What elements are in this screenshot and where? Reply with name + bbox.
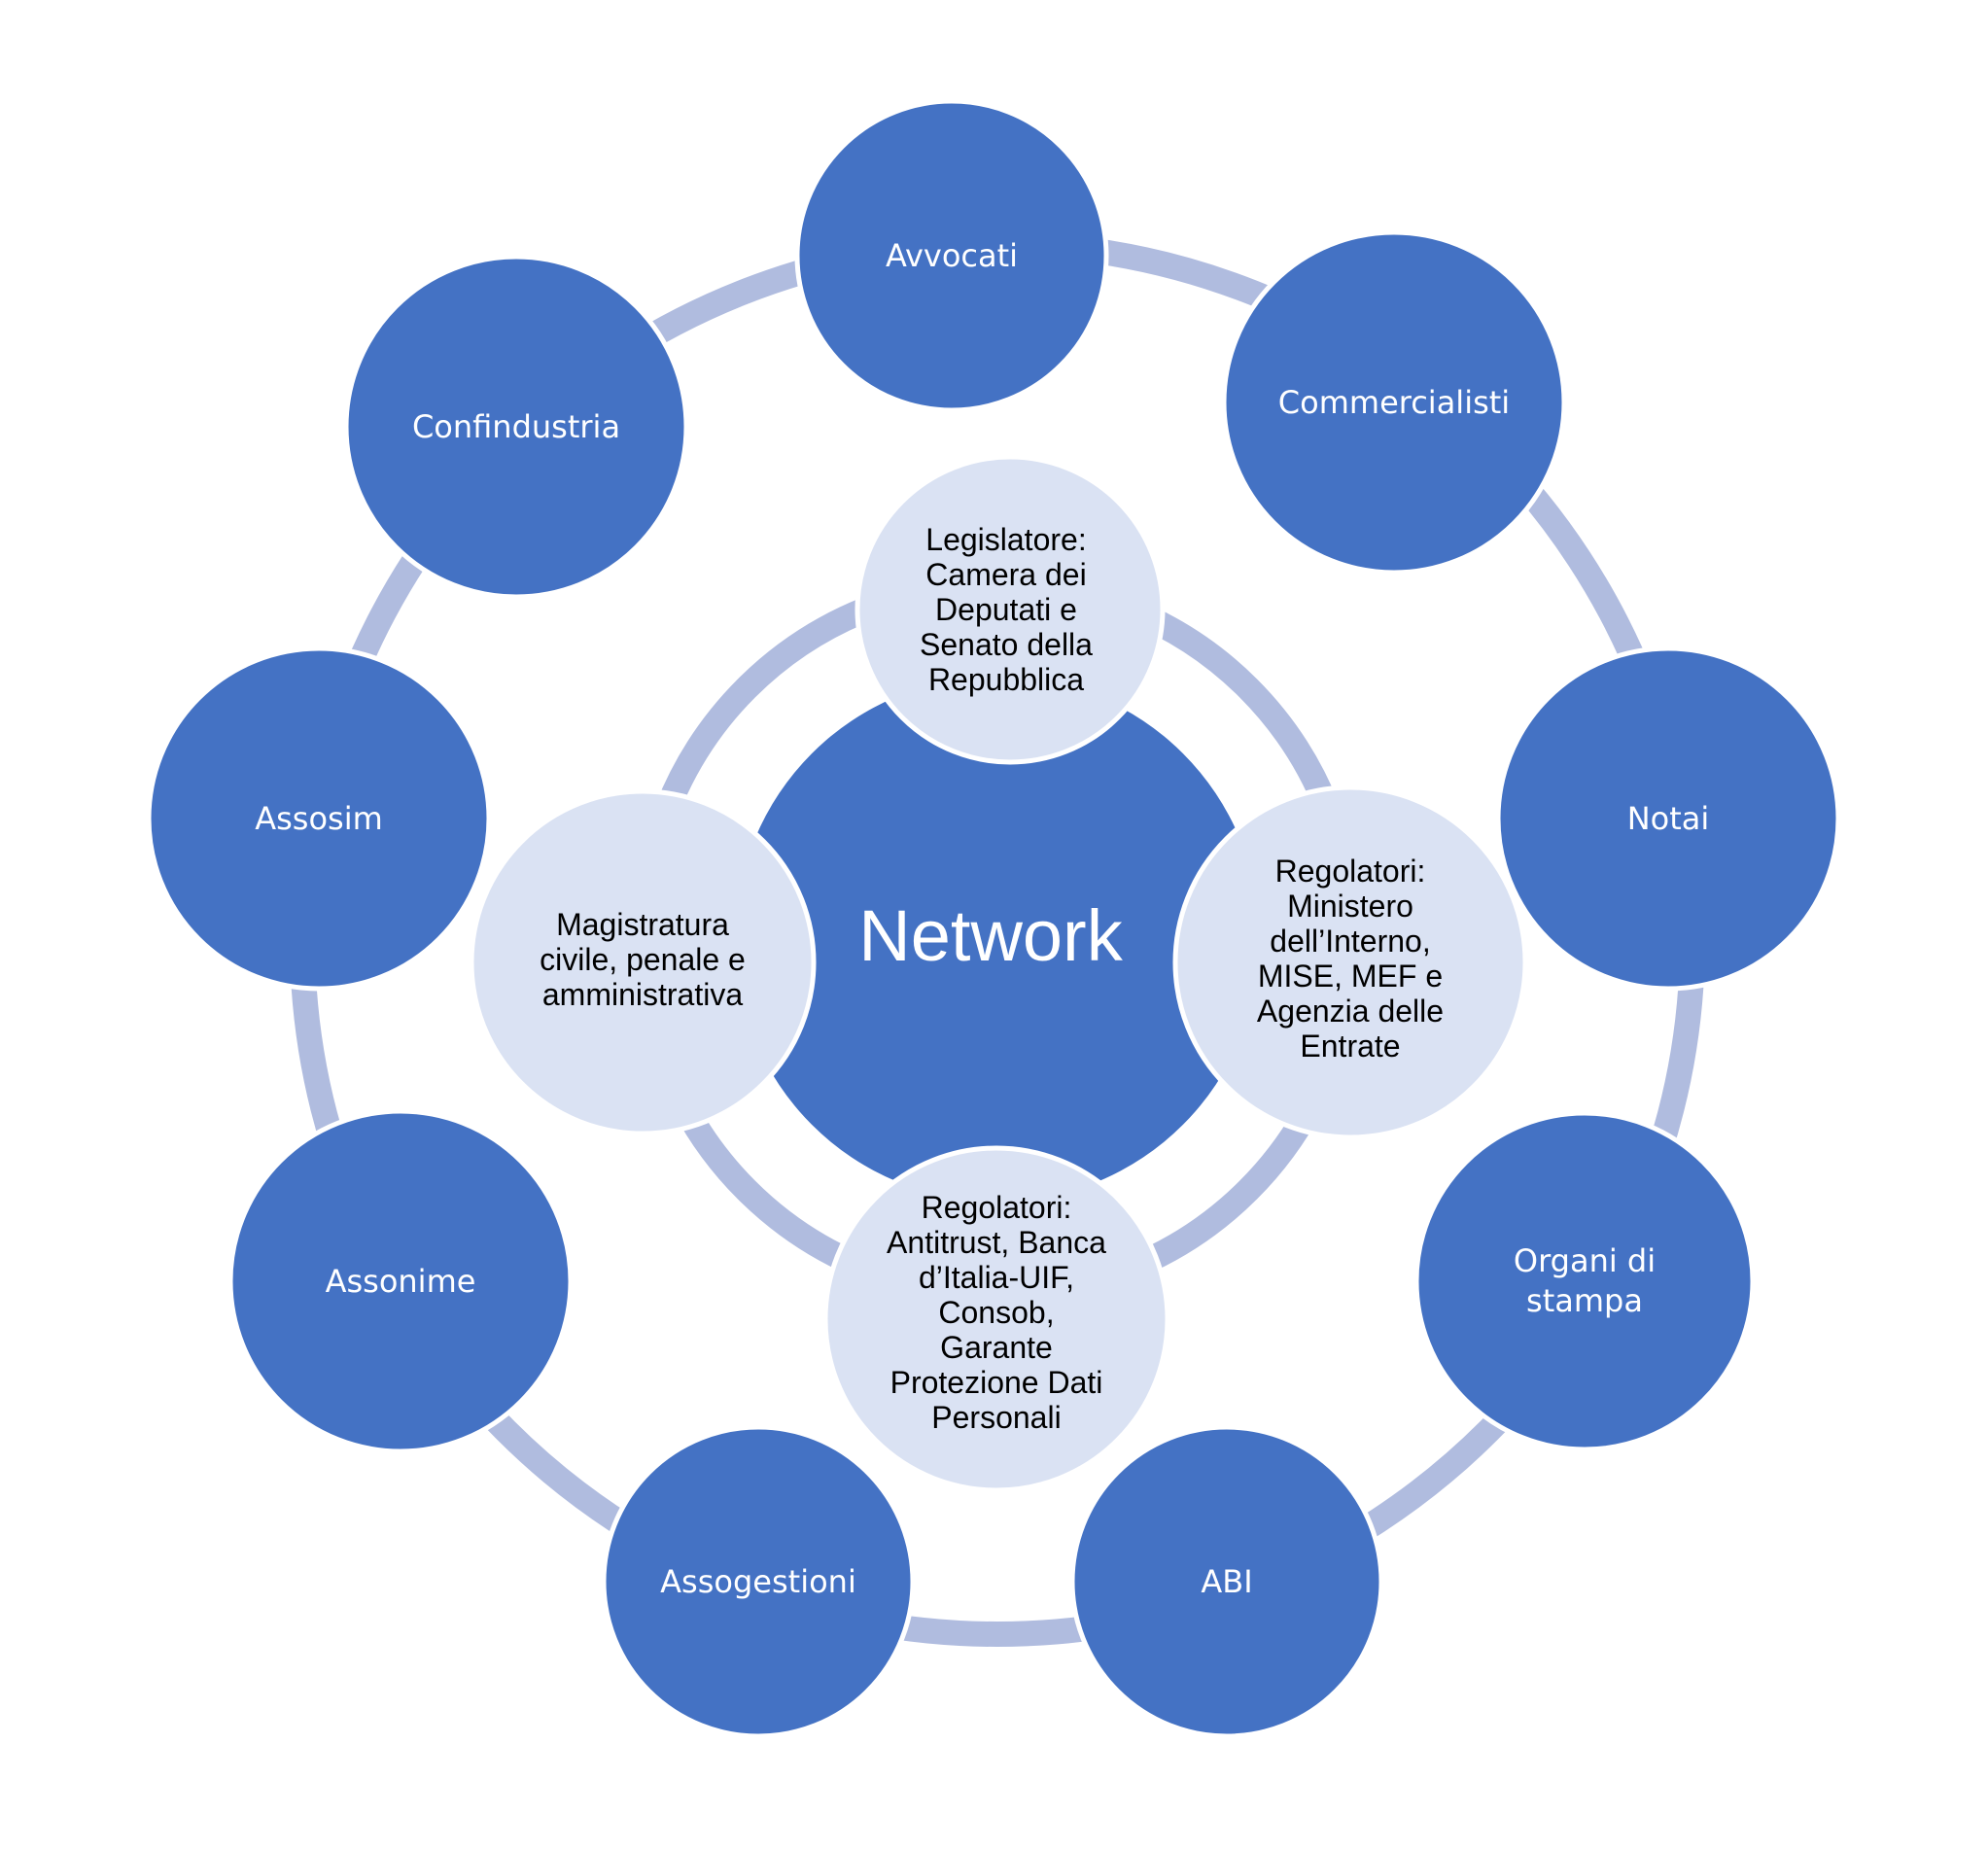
- center-node: [735, 677, 1260, 1202]
- inner-label-magistratura: Magistratura civile, penale e amministra…: [540, 907, 746, 1012]
- outer-label-assonime: Assonime: [325, 1262, 476, 1300]
- outer-label-commercialisti: Commercialisti: [1277, 383, 1511, 421]
- center-label: Network: [858, 895, 1123, 976]
- outer-label-avvocati: Avvocati: [885, 236, 1019, 274]
- inner-node-regolatori-ministeri: [1172, 785, 1528, 1140]
- outer-node-confindustria: [343, 254, 689, 600]
- outer-node-notai: [1495, 645, 1841, 992]
- inner-node-regolatori-autorita: [822, 1145, 1170, 1493]
- outer-label-assosim: Assosim: [255, 799, 383, 837]
- inner-label-regolatori-autorita: Regolatori: Antitrust, Banca d’Italia-UI…: [887, 1190, 1106, 1435]
- outer-label-abi: ABI: [1201, 1562, 1253, 1600]
- outer-label-assogestioni: Assogestioni: [660, 1562, 856, 1600]
- outer-node-assonime: [227, 1108, 574, 1454]
- outer-node-assogestioni: [601, 1424, 916, 1739]
- outer-node-commercialisti: [1221, 229, 1567, 576]
- inner-label-regolatori-ministeri: Regolatori: Ministero dell’Interno, MISE…: [1256, 854, 1445, 1064]
- outer-node-abi: [1069, 1424, 1384, 1739]
- outer-node-avvocati: [794, 98, 1109, 413]
- outer-node-assosim: [146, 645, 492, 992]
- outer-label-organi-di-stampa: Organi di stampa: [1513, 1242, 1657, 1319]
- outer-node-organi-di-stampa: [1413, 1110, 1756, 1452]
- outer-label-confindustria: Confindustria: [411, 407, 621, 445]
- inner-label-legislatore: Legislatore: Camera dei Deputati e Senat…: [920, 522, 1093, 697]
- outer-label-notai: Notai: [1626, 799, 1710, 837]
- inner-node-legislatore: [854, 454, 1166, 765]
- inner-node-magistratura: [469, 788, 817, 1136]
